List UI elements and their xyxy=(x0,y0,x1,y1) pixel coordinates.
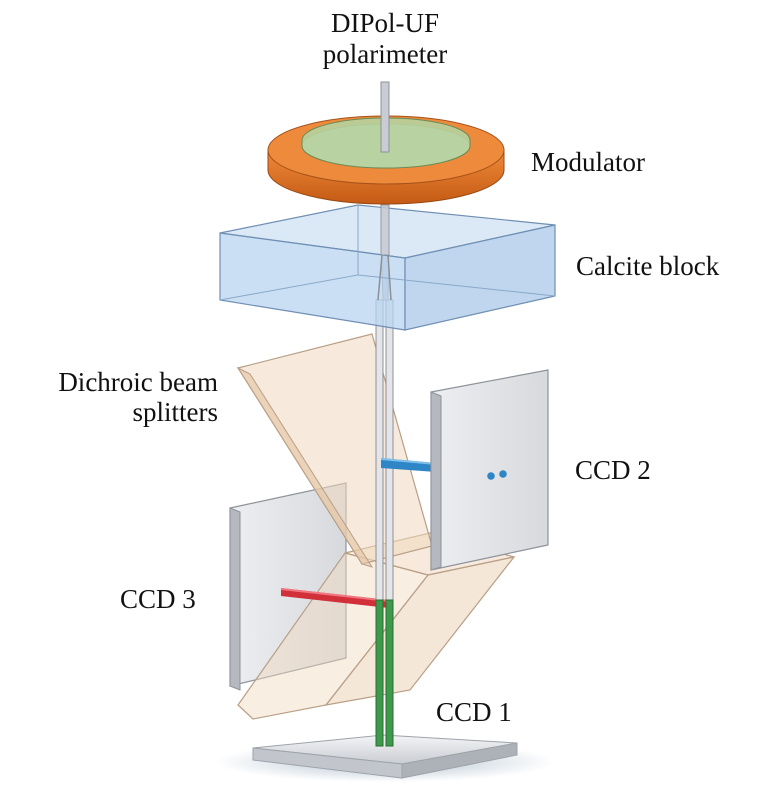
calcite-beam-split xyxy=(377,204,392,301)
ccd2-label: CCD 2 xyxy=(575,455,651,485)
beam-splitter-label: Dichroic beam splitters xyxy=(28,367,218,427)
input-beam xyxy=(380,81,390,153)
ccd3-detector xyxy=(229,482,347,691)
blue-beam xyxy=(380,458,437,472)
beam-label-line-2: splitters xyxy=(132,397,219,427)
modulator-label: Modulator xyxy=(531,147,645,177)
beam-label-line-1: Dichroic beam xyxy=(58,367,218,397)
base-plate xyxy=(215,734,555,782)
instrument-title: DIPol-UF polarimeter xyxy=(290,8,480,70)
title-line-1: DIPol-UF xyxy=(330,8,439,38)
title-line-2: polarimeter xyxy=(322,39,448,69)
ccd1-label: CCD 1 xyxy=(436,697,512,727)
calcite-label: Calcite block xyxy=(576,251,720,281)
ccd2-detector xyxy=(430,369,549,571)
ccd3-label: CCD 3 xyxy=(120,584,196,614)
red-beam xyxy=(280,588,390,608)
